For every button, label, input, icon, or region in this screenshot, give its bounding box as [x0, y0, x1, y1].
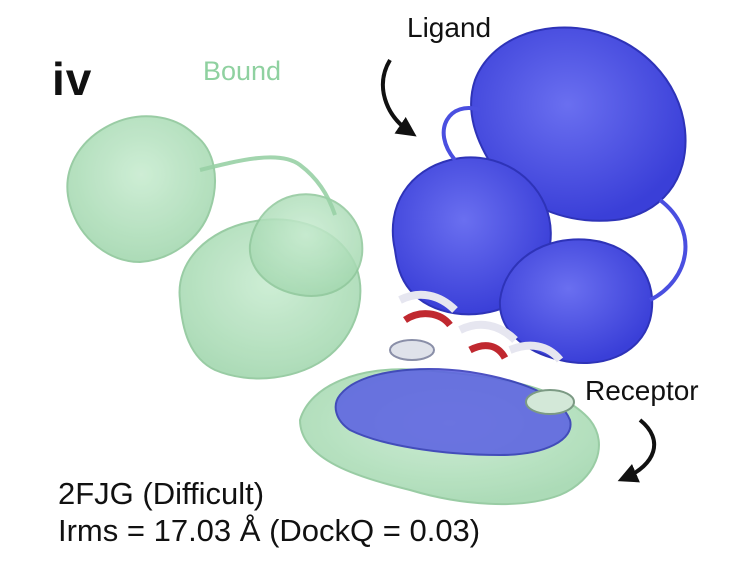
metric-label: Irms = 17.03 Å (DockQ = 0.03): [58, 513, 481, 548]
ligand-structure: [334, 26, 688, 457]
ligand-arrow: [380, 58, 417, 137]
interface-white-helix: [389, 339, 435, 361]
receptor-white-helix: [525, 389, 575, 415]
receptor-label: Receptor: [585, 375, 699, 406]
panel-label: iv: [52, 53, 93, 105]
ligand-label: Ligand: [407, 12, 492, 43]
bound-domain-left: [66, 115, 216, 264]
interface-red-2: [468, 342, 509, 360]
interface-white-3: [508, 341, 564, 363]
ligand-loop: [441, 106, 688, 302]
case-label: 2FJG (Difficult): [58, 476, 265, 511]
interface-region: [389, 290, 575, 415]
interface-white-2: [458, 320, 518, 343]
interface-red-1: [403, 310, 453, 328]
interface-white-1: [398, 290, 458, 313]
receptor-arrow: [617, 418, 657, 483]
receptor-overlay: [334, 368, 572, 457]
ligand-domain-right: [498, 238, 654, 365]
bound-domain-upper-middle: [248, 193, 364, 297]
bound-label: Bound: [203, 56, 282, 86]
bound-loop-connector: [199, 155, 337, 216]
